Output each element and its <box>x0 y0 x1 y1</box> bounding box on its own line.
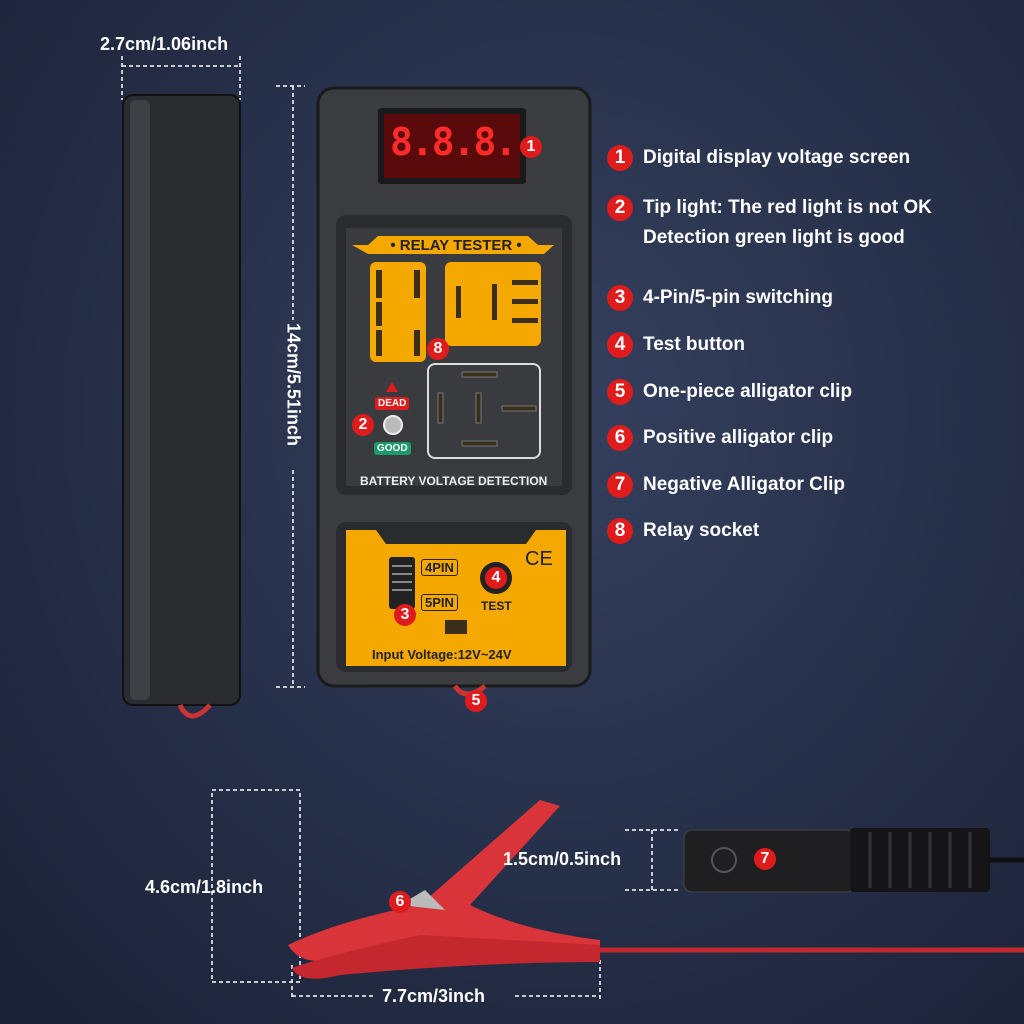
width-dimension: 2.7cm/1.06inch <box>100 34 229 54</box>
positive-alligator-clip <box>288 800 1024 979</box>
feature-number: 4 <box>607 332 633 358</box>
feature-number: 8 <box>607 518 633 544</box>
feature-item: 5 One-piece alligator clip <box>607 379 852 407</box>
feature-item: 7 Negative Alligator Clip <box>607 472 845 500</box>
feature-text: Relay socket <box>643 520 760 541</box>
negative-alligator-clip <box>683 828 1024 893</box>
pin4-label[interactable]: 4PIN <box>421 559 458 576</box>
callout-1: 1 <box>520 136 542 158</box>
feature-text: 4-Pin/5-pin switching <box>643 287 834 308</box>
clip-length-dimension: 7.7cm/3inch <box>382 986 486 1006</box>
input-voltage-label: Input Voltage:12V~24V <box>372 647 512 662</box>
callout-2: 2 <box>352 414 374 436</box>
dead-label: DEAD <box>375 397 410 410</box>
feature-text: Test button <box>643 334 746 355</box>
feature-item: 8 Relay socket <box>607 518 759 546</box>
feature-number: 5 <box>607 379 633 405</box>
device-title: • RELAY TESTER • <box>390 237 522 254</box>
feature-text: Positive alligator clip <box>643 427 834 448</box>
feature-item: 4 Test button <box>607 332 745 360</box>
feature-number: 3 <box>607 285 633 311</box>
relay-socket-mini <box>427 363 541 459</box>
feature-text: One-piece alligator clip <box>643 381 853 402</box>
callout-8: 8 <box>427 338 449 360</box>
callout-5: 5 <box>465 690 487 712</box>
title-banner <box>352 236 554 254</box>
feature-item: 6 Positive alligator clip <box>607 425 833 453</box>
battery-voltage-label: BATTERY VOLTAGE DETECTION <box>360 474 548 488</box>
feature-item: 3 4-Pin/5-pin switching <box>607 285 833 313</box>
feature-item: 1 Digital display voltage screen <box>607 145 910 173</box>
clip-height-dimension: 4.6cm/1.8inch <box>145 877 264 897</box>
voltage-display: 8.8.8. <box>390 120 517 164</box>
feature-item: 2 Tip light: The red light is not OK Dete… <box>607 195 932 253</box>
test-label: TEST <box>481 599 512 613</box>
feature-number: 1 <box>607 145 633 171</box>
good-label: GOOD <box>374 442 411 455</box>
feature-text: Digital display voltage screen <box>643 147 911 168</box>
feature-text: Tip light: The red light is not OK Detec… <box>643 197 932 248</box>
ce-mark: CE <box>525 548 553 570</box>
height-dimension: 14cm/5.51inch <box>283 322 304 447</box>
feature-number: 2 <box>607 195 633 221</box>
callout-6: 6 <box>389 891 411 913</box>
callout-3: 3 <box>394 604 416 626</box>
relay-socket-4pin <box>370 262 426 362</box>
neg-clip-dimension: 1.5cm/0.5inch <box>503 849 622 869</box>
feature-number: 7 <box>607 472 633 498</box>
callout-7: 7 <box>754 848 776 870</box>
pin5-label[interactable]: 5PIN <box>421 594 458 611</box>
test-button[interactable]: 4 <box>485 567 507 589</box>
dimension-lines <box>121 56 680 1000</box>
feature-text: Negative Alligator Clip <box>643 474 845 495</box>
tip-light <box>383 415 403 435</box>
feature-number: 6 <box>607 425 633 451</box>
